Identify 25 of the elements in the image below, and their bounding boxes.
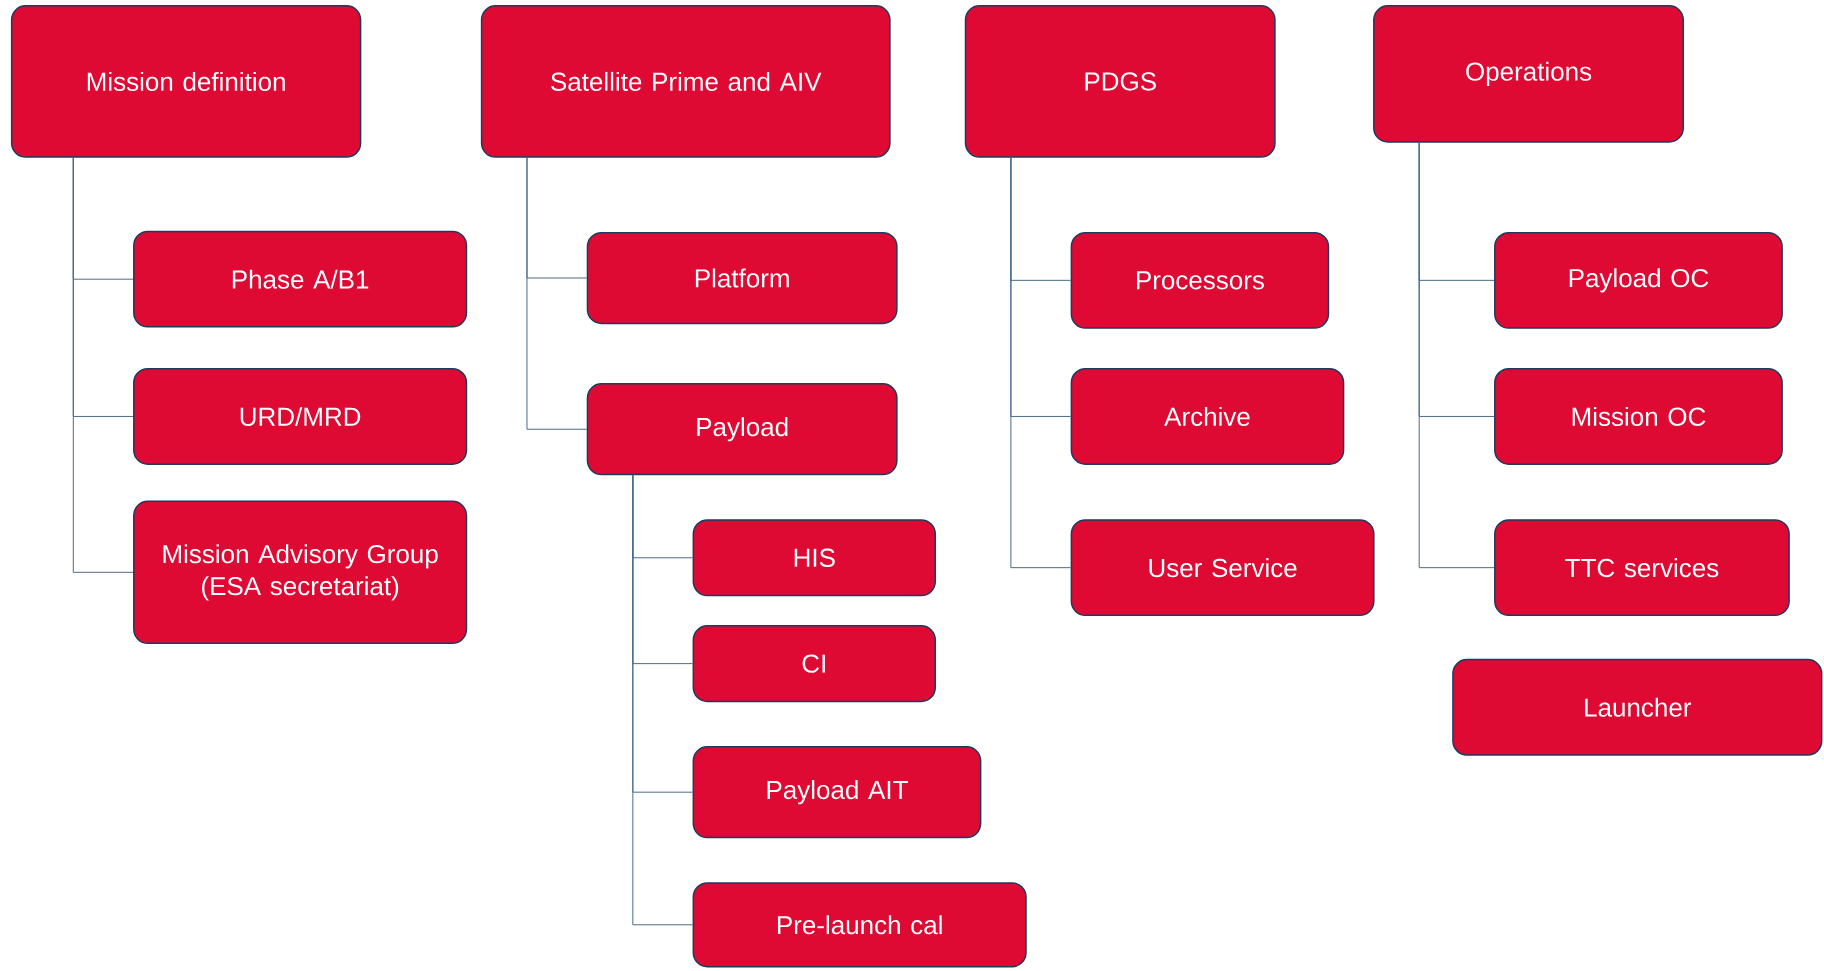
process-box: HIS [692, 519, 937, 597]
process-box: PDGS [964, 4, 1276, 158]
process-box: User Service [1070, 519, 1375, 616]
process-box: CI [692, 624, 937, 703]
process-box: Payload OC [1494, 231, 1783, 329]
process-box: Mission OC [1494, 367, 1783, 465]
connector-line [526, 157, 588, 430]
connector-line [1418, 142, 1495, 568]
process-box: Payload [586, 382, 898, 476]
connector-line [1010, 157, 1072, 568]
process-box: URD/MRD [133, 367, 468, 465]
process-box: Phase A/B1 [133, 230, 468, 328]
process-box: Pre-launch cal [692, 882, 1027, 968]
process-box: Payload AIT [692, 745, 982, 839]
connector-line [72, 157, 134, 573]
process-box: Launcher [1452, 658, 1823, 756]
process-box: Operations [1373, 4, 1684, 143]
connector-line [632, 474, 694, 926]
process-box: Satellite Prime and AIV [480, 4, 891, 158]
process-box: Mission Advisory Group (ESA secretariat) [133, 500, 468, 644]
process-box: Archive [1070, 367, 1345, 465]
process-box: Mission definition [10, 4, 362, 158]
process-box: Platform [586, 231, 898, 324]
process-box: TTC services [1494, 519, 1790, 616]
process-box: Processors [1070, 231, 1330, 329]
